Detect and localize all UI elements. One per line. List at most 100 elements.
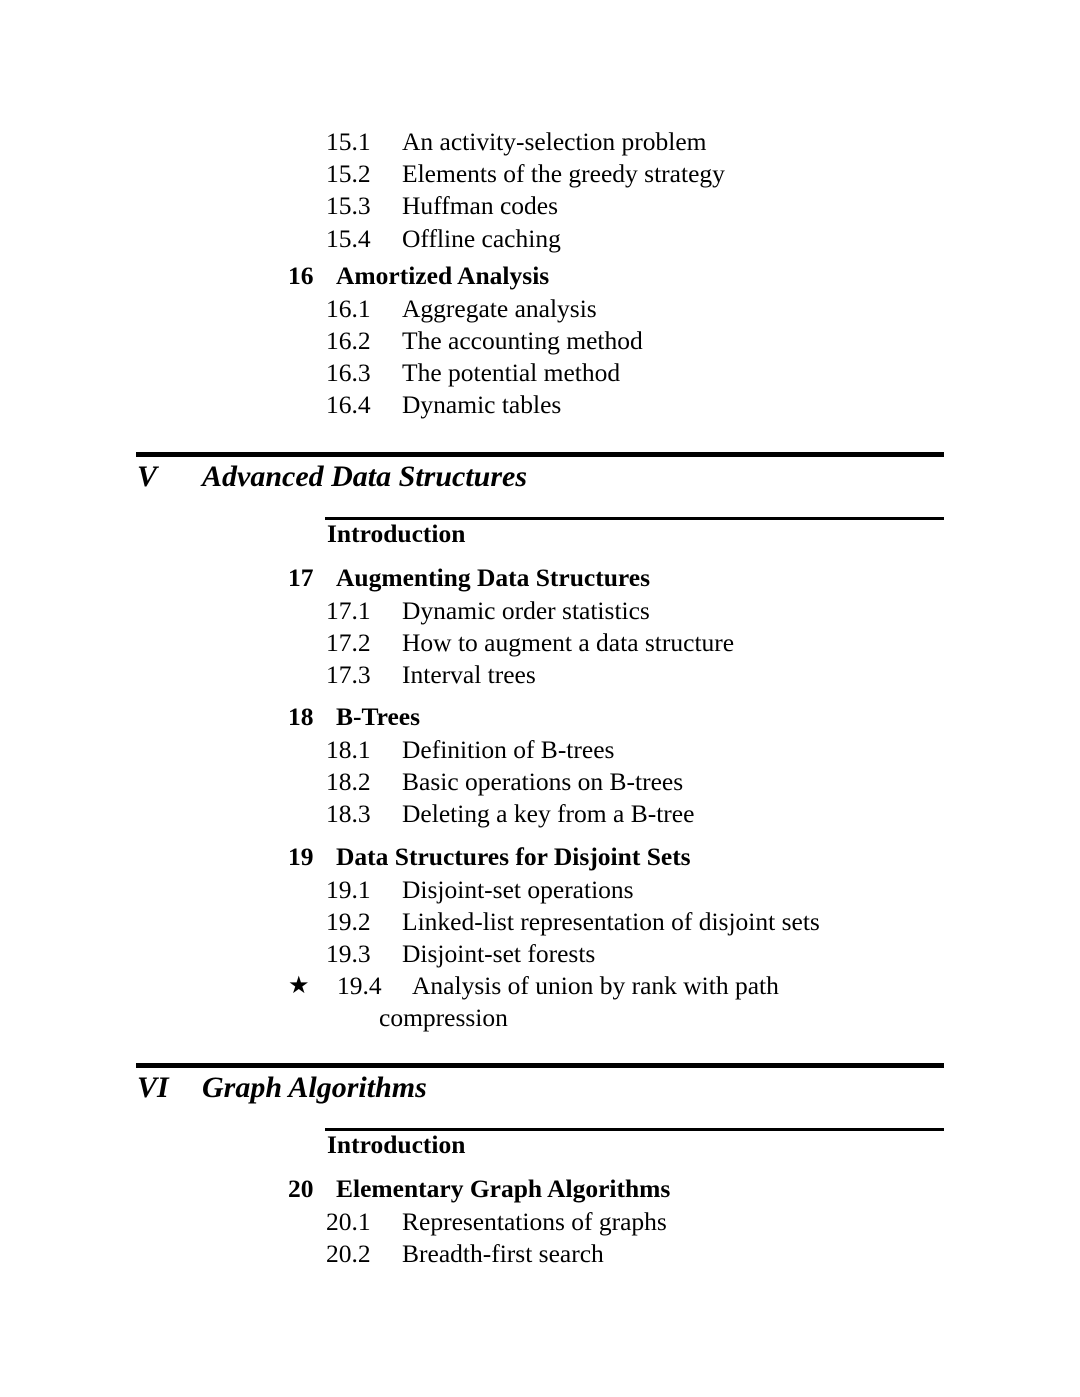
- section-number: 20.1: [326, 1206, 371, 1236]
- toc-entry-section[interactable]: 15.1 An activity-selection problem: [0, 126, 1080, 158]
- section-number: 18.3: [326, 799, 371, 829]
- section-number: 16.3: [326, 358, 371, 388]
- toc-entry-section[interactable]: 17.2 How to augment a data structure: [0, 627, 1080, 659]
- introduction-label: Introduction: [327, 1129, 466, 1159]
- section-title: Interval trees: [402, 659, 536, 689]
- toc-entry-section[interactable]: 19.3 Disjoint-set forests: [0, 938, 1080, 970]
- chapter-title: Augmenting Data Structures: [336, 562, 651, 592]
- section-number: 19.4: [337, 971, 382, 1001]
- chapter-number: 20: [288, 1173, 314, 1203]
- introduction-label: Introduction: [327, 518, 466, 548]
- section-number: 17.3: [326, 659, 371, 689]
- chapter-number: 18: [288, 702, 314, 732]
- section-title: The potential method: [402, 358, 621, 388]
- toc-entry-chapter-20[interactable]: 20 Elementary Graph Algorithms: [0, 1172, 1080, 1205]
- section-title: Dynamic order statistics: [402, 595, 650, 625]
- toc-entry-chapter-18[interactable]: 18 B-Trees: [0, 700, 1080, 733]
- part-numeral: V: [137, 459, 158, 493]
- section-title-continuation-text: compression: [379, 1003, 508, 1033]
- chapter-title: Elementary Graph Algorithms: [336, 1173, 671, 1203]
- toc-entry-section[interactable]: 18.3 Deleting a key from a B-tree: [0, 798, 1080, 830]
- section-number: 19.1: [326, 874, 371, 904]
- section-number: 15.1: [326, 127, 371, 156]
- toc-entry-section[interactable]: 15.3 Huffman codes: [0, 190, 1080, 222]
- section-title: Disjoint-set operations: [402, 874, 634, 904]
- toc-entry-section[interactable]: 17.1 Dynamic order statistics: [0, 595, 1080, 627]
- section-number: 17.2: [326, 627, 371, 657]
- chapter-title: Amortized Analysis: [336, 260, 550, 290]
- toc-entry-section-starred[interactable]: ★ 19.4 Analysis of union by rank with pa…: [0, 970, 1080, 1002]
- section-title: Dynamic tables: [402, 390, 562, 420]
- toc-entry-section[interactable]: 19.2 Linked-list representation of disjo…: [0, 906, 1080, 938]
- section-number: 16.2: [326, 325, 371, 355]
- section-title: Basic operations on B-trees: [402, 767, 684, 797]
- section-list-chapter-16: 16.1 Aggregate analysis 16.2 The account…: [0, 293, 1080, 422]
- section-number: 15.3: [326, 191, 371, 221]
- section-number: 15.2: [326, 159, 371, 189]
- section-title: Definition of B-trees: [402, 735, 615, 765]
- section-title: Elements of the greedy strategy: [402, 159, 725, 189]
- introduction-rule: [325, 516, 944, 520]
- section-title: An activity-selection problem: [402, 127, 707, 156]
- toc-entry-chapter-17[interactable]: 17 Augmenting Data Structures: [0, 561, 1080, 594]
- section-number: 19.2: [326, 906, 371, 936]
- toc-entry-section[interactable]: 15.4 Offline caching: [0, 223, 1080, 255]
- section-title-continuation: compression: [0, 1002, 1080, 1034]
- part-block-vi: VI Graph Algorithms Introduction 20 Elem…: [0, 1062, 1080, 1270]
- part-rule: [136, 451, 944, 457]
- section-title: Offline caching: [402, 223, 561, 253]
- chapter-number: 16: [288, 260, 314, 290]
- section-title: Analysis of union by rank with path: [412, 971, 779, 1001]
- toc-entry-chapter-19[interactable]: 19 Data Structures for Disjoint Sets: [0, 840, 1080, 873]
- toc-entry-section[interactable]: 16.3 The potential method: [0, 357, 1080, 389]
- toc-entry-section[interactable]: 15.2 Elements of the greedy strategy: [0, 158, 1080, 190]
- section-title: How to augment a data structure: [402, 627, 735, 657]
- part-title: Graph Algorithms: [202, 1070, 427, 1104]
- part-numeral: VI: [137, 1070, 169, 1104]
- toc-entry-section[interactable]: 20.2 Breadth-first search: [0, 1238, 1080, 1270]
- part-heading[interactable]: VI Graph Algorithms: [0, 1063, 1080, 1124]
- part-heading[interactable]: V Advanced Data Structures: [0, 452, 1080, 513]
- section-number: 18.1: [326, 735, 371, 765]
- part-introduction[interactable]: Introduction: [0, 516, 1080, 555]
- section-list-chapter-20: 20.1 Representations of graphs 20.2 Brea…: [0, 1206, 1080, 1270]
- introduction-rule: [325, 1127, 944, 1131]
- toc-entry-section[interactable]: 18.1 Definition of B-trees: [0, 734, 1080, 766]
- section-title: Disjoint-set forests: [402, 939, 596, 968]
- toc-entry-section[interactable]: 16.4 Dynamic tables: [0, 389, 1080, 421]
- section-title: Linked-list representation of disjoint s…: [402, 906, 820, 936]
- toc-content: 15.1 An activity-selection problem 15.2 …: [0, 126, 1080, 1270]
- section-list-chapter-19: 19.1 Disjoint-set operations 19.2 Linked…: [0, 874, 1080, 1035]
- toc-entry-section[interactable]: 19.1 Disjoint-set operations: [0, 874, 1080, 906]
- section-title: Huffman codes: [402, 191, 559, 221]
- toc-entry-section[interactable]: 16.2 The accounting method: [0, 325, 1080, 357]
- section-list-chapter-17: 17.1 Dynamic order statistics 17.2 How t…: [0, 595, 1080, 692]
- section-title: Aggregate analysis: [402, 293, 597, 323]
- section-number: 15.4: [326, 223, 371, 253]
- section-title: Deleting a key from a B-tree: [402, 799, 695, 829]
- section-number: 16.4: [326, 390, 371, 420]
- section-title: The accounting method: [402, 325, 643, 355]
- section-number: 19.3: [326, 939, 371, 968]
- part-rule: [136, 1062, 944, 1068]
- section-number: 20.2: [326, 1238, 371, 1268]
- toc-entry-section[interactable]: 16.1 Aggregate analysis: [0, 293, 1080, 325]
- section-list-chapter-15: 15.1 An activity-selection problem 15.2 …: [0, 126, 1080, 255]
- chapter-title: B-Trees: [336, 702, 421, 732]
- chapter-number: 19: [288, 841, 314, 871]
- toc-entry-section[interactable]: 20.1 Representations of graphs: [0, 1206, 1080, 1238]
- toc-entry-chapter-16[interactable]: 16 Amortized Analysis: [0, 259, 1080, 292]
- part-title: Advanced Data Structures: [202, 459, 528, 493]
- part-block-v: V Advanced Data Structures Introduction …: [0, 451, 1080, 1035]
- section-number: 17.1: [326, 595, 371, 625]
- chapter-number: 17: [288, 562, 314, 592]
- section-number: 16.1: [326, 293, 371, 323]
- part-introduction[interactable]: Introduction: [0, 1127, 1080, 1166]
- toc-entry-section[interactable]: 17.3 Interval trees: [0, 659, 1080, 691]
- section-list-chapter-18: 18.1 Definition of B-trees 18.2 Basic op…: [0, 734, 1080, 831]
- toc-entry-section[interactable]: 18.2 Basic operations on B-trees: [0, 766, 1080, 798]
- section-number: 18.2: [326, 767, 371, 797]
- section-title: Breadth-first search: [402, 1238, 604, 1268]
- section-title: Representations of graphs: [402, 1206, 667, 1236]
